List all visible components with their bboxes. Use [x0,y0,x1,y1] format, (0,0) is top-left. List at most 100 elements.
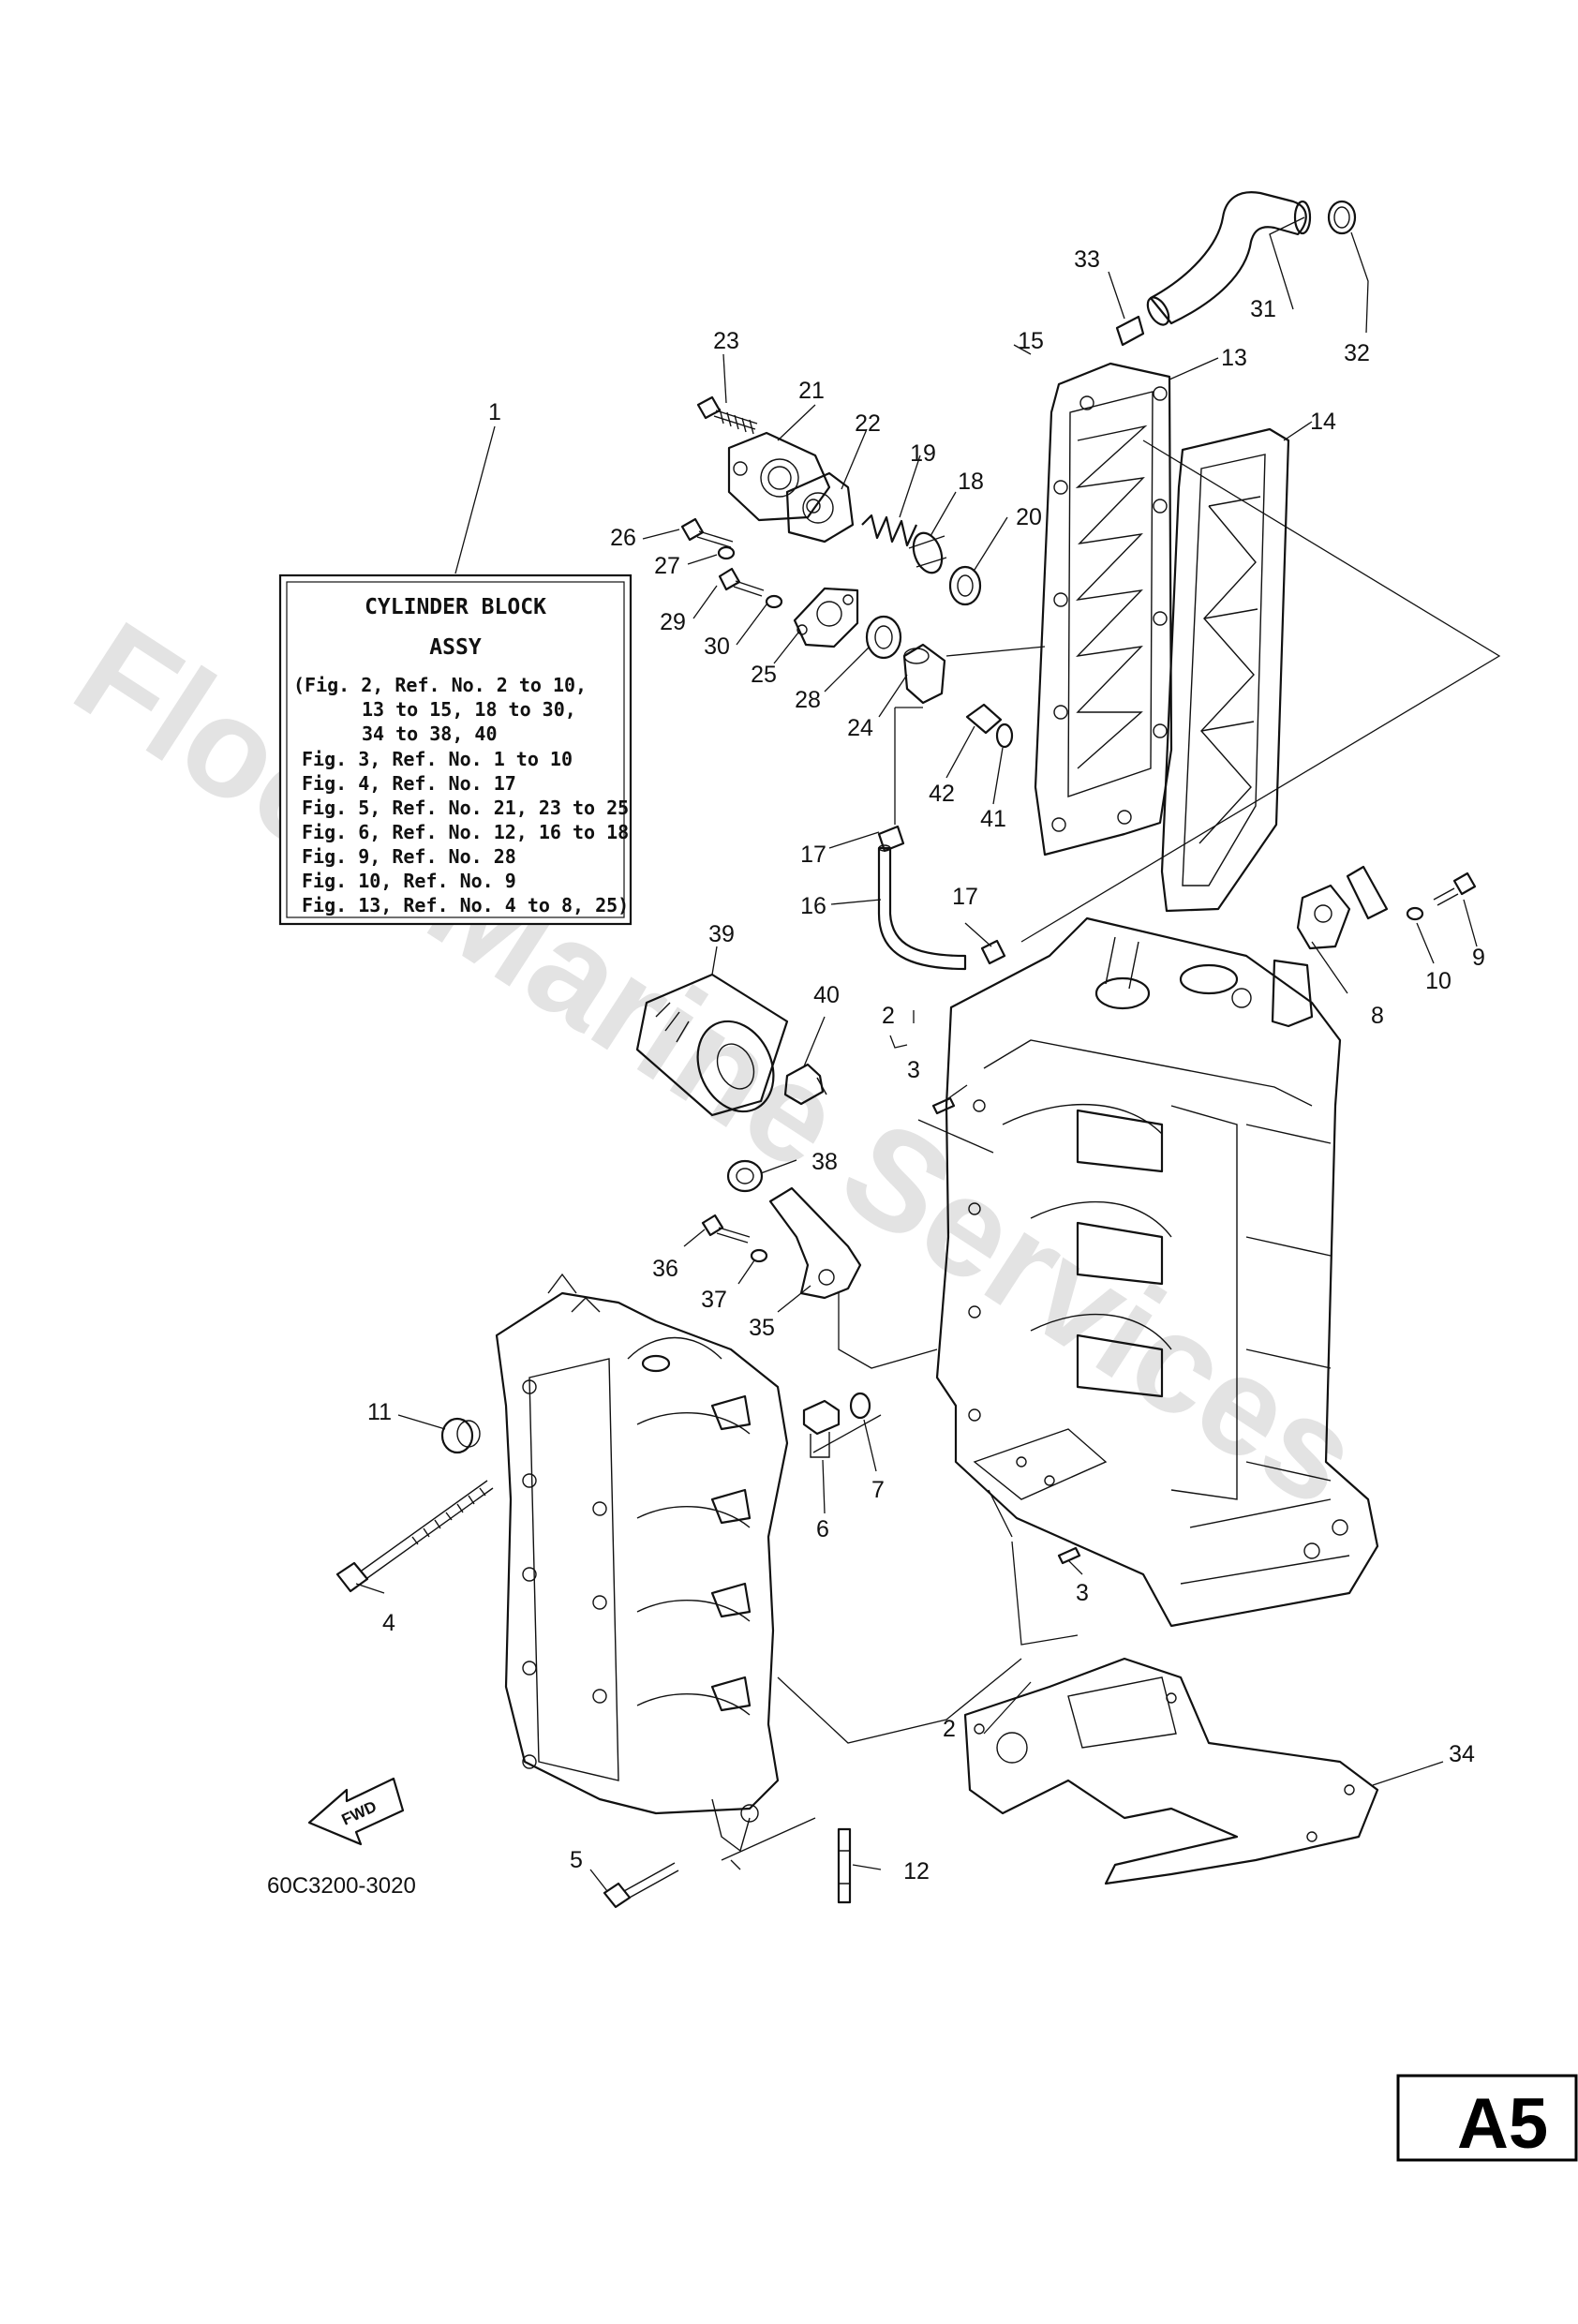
oil-seal-28 [865,615,902,660]
callout-5: 5 [570,1847,583,1873]
callout-34: 34 [1449,1741,1475,1767]
callout-2b: 2 [943,1716,956,1742]
callout-2a: 2 [882,1003,895,1029]
callout-22: 22 [855,410,881,437]
box-line: 34 to 38, 40 [362,723,498,745]
box-line: Fig. 13, Ref. No. 4 to 8, 25) [302,894,629,916]
callout-4: 4 [382,1610,395,1636]
callout-3b: 3 [1076,1580,1089,1606]
thermostat-bolt-23 [696,395,758,435]
callout-29: 29 [660,609,686,635]
gasket-22 [785,471,855,544]
callout-36: 36 [652,1256,678,1282]
bracket-35 [768,1186,862,1300]
washer-10 [1406,906,1424,921]
callout-1: 1 [488,399,501,425]
stud-12 [837,1827,852,1904]
callout-38: 38 [811,1149,838,1175]
box-line: Fig. 10, Ref. No. 9 [302,870,516,892]
fwd-arrow-icon: FWD [307,1777,405,1846]
drain-screw-6 [802,1399,841,1458]
thermostat-18 [908,531,947,574]
exhaust-cover [1034,362,1173,857]
callout-20: 20 [1016,504,1042,530]
callout-31: 31 [1250,296,1276,322]
clip-17a [877,825,905,853]
callout-18: 18 [958,469,984,495]
callout-37: 37 [701,1287,727,1313]
callout-24: 24 [847,715,873,741]
callout-3a: 3 [907,1057,920,1083]
callout-39: 39 [708,921,735,947]
washer-30 [765,594,783,609]
collar-24 [902,643,946,705]
callout-41: 41 [980,806,1006,832]
callout-13: 13 [1221,345,1247,371]
callout-16: 16 [800,893,826,919]
bracket-8 [1296,865,1389,950]
bolt-29 [718,567,765,597]
callout-10: 10 [1425,968,1451,994]
callout-21: 21 [798,378,825,404]
bolt-36 [701,1214,751,1244]
washer-37 [750,1248,768,1263]
long-bolt-4 [335,1480,494,1593]
bolt-5 [603,1862,679,1909]
box-line: Fig. 9, Ref. No. 28 [302,845,516,868]
callout-15: 15 [1018,328,1044,354]
spring-19 [861,514,918,547]
callout-12: 12 [903,1858,930,1885]
callout-42: 42 [929,781,955,807]
callout-19: 19 [910,440,936,467]
plug-11 [440,1417,481,1454]
cover-25 [793,587,859,648]
bolt-9 [1433,872,1477,906]
callout-25: 25 [751,662,777,688]
filter-fitting-40 [783,1063,827,1106]
water-hose [1146,191,1312,326]
callout-32: 32 [1344,340,1370,366]
box-title-2: ASSY [429,635,482,660]
callout-17b: 17 [952,884,978,910]
page-tab: A5 [1396,2074,1578,2164]
box-line: Fig. 5, Ref. No. 21, 23 to 25 [302,797,629,819]
callout-9: 9 [1472,945,1485,971]
seal-41 [995,723,1014,749]
bolt-26 [680,517,734,548]
clip-33 [1115,315,1145,347]
callout-23: 23 [713,328,739,354]
callout-8: 8 [1371,1003,1384,1029]
hose-clamp [1327,200,1357,235]
washer-27 [717,545,736,560]
callout-40: 40 [813,982,840,1008]
thermostat-cover-21 [727,431,831,522]
diagram-code: 60C3200-3020 [267,1873,416,1899]
dowel-pin-3b [1057,1546,1081,1565]
callout-30: 30 [704,633,730,660]
callout-33: 33 [1074,246,1100,273]
dowel-pin-3a [931,1096,956,1115]
callout-14: 14 [1310,409,1336,435]
seal-20 [948,565,982,606]
cylinder-block [935,916,1379,1628]
box-line: Fig. 3, Ref. No. 1 to 10 [302,748,573,770]
gasket-7 [849,1392,871,1420]
box-line: 13 to 15, 18 to 30, [362,698,576,721]
leader-lines [355,216,1478,1892]
box-title-1: CYLINDER BLOCK [365,595,546,619]
assembly-info-box: CYLINDER BLOCK ASSY (Fig. 2, Ref. No. 2 … [278,574,633,926]
collar-38 [726,1159,764,1193]
callout-numbers: 1 2 2 3 3 4 5 6 7 8 9 10 11 12 13 14 15 … [367,246,1485,1885]
collar-42 [965,703,1003,735]
callout-27: 27 [654,553,680,579]
callout-6: 6 [816,1516,829,1542]
callout-11: 11 [367,1399,392,1425]
callout-7: 7 [871,1477,885,1503]
callout-17a: 17 [800,842,826,868]
page-label: A5 [1457,2084,1548,2164]
callout-35: 35 [749,1315,775,1341]
box-line: Fig. 6, Ref. No. 12, 16 to 18 [302,821,629,843]
callout-28: 28 [795,687,821,713]
clip-17b [980,939,1006,965]
